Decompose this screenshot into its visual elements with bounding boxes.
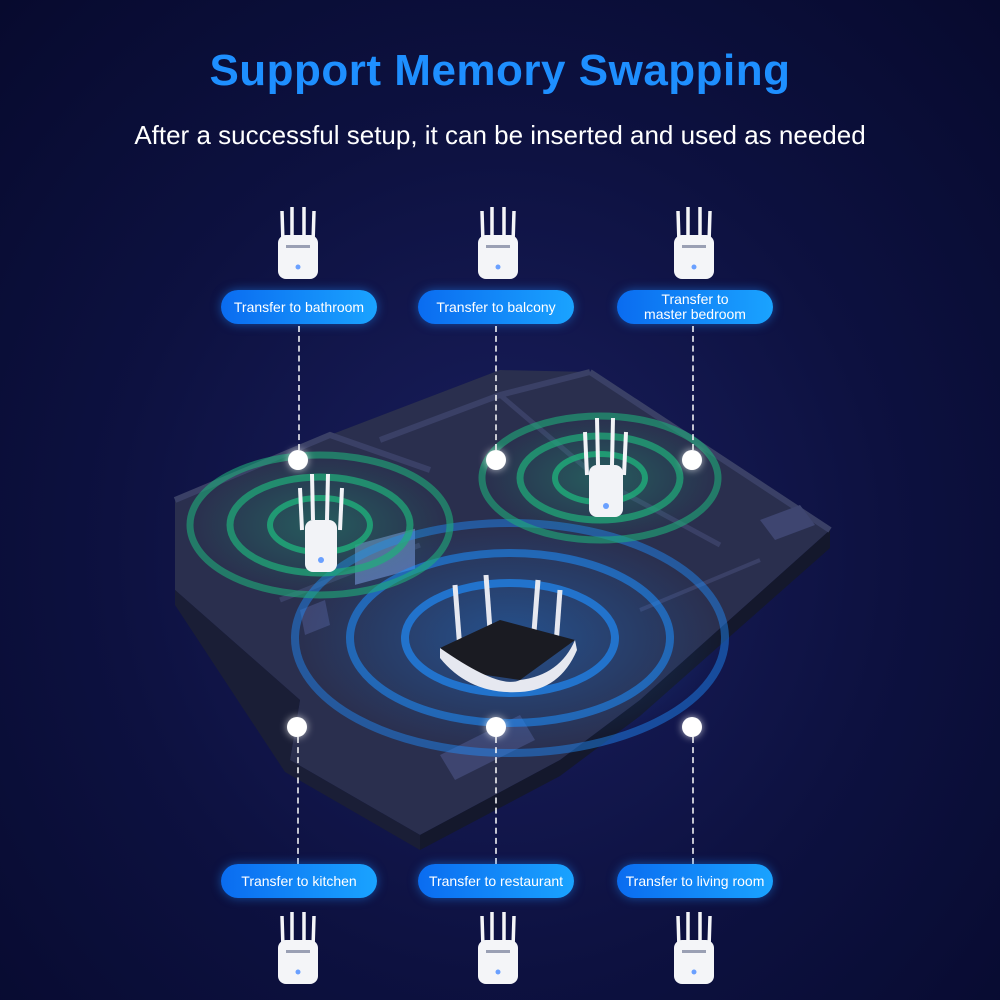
connector-line <box>495 326 497 450</box>
wifi-extender-icon <box>674 207 714 279</box>
location-restaurant: Transfer to restaurant <box>418 864 574 898</box>
location-label: Transfer to balcony <box>436 298 556 315</box>
location-label: Transfer to kitchen <box>241 872 357 889</box>
location-label: Transfer to bathroom <box>233 298 365 315</box>
connector-dot <box>288 450 308 470</box>
location-label: Transfer to restaurant <box>428 872 564 889</box>
bed-shape <box>760 505 815 540</box>
page-subtitle: After a successful setup, it can be inse… <box>134 120 866 150</box>
wifi-extender-icon <box>278 912 318 984</box>
connector-line <box>297 737 299 864</box>
location-label: Transfer to master bedroom <box>644 291 746 322</box>
connector-line <box>692 326 694 450</box>
location-master-bedroom: Transfer to master bedroom <box>617 290 773 324</box>
wifi-extender-icon <box>674 912 714 984</box>
connector-dot <box>486 717 506 737</box>
wifi-extender-icon <box>298 473 344 572</box>
connector-line <box>692 737 694 864</box>
location-kitchen: Transfer to kitchen <box>221 864 377 898</box>
location-balcony: Transfer to balcony <box>418 290 574 324</box>
connector-dot <box>287 717 307 737</box>
connector-dot <box>682 450 702 470</box>
connector-line <box>298 326 300 450</box>
wifi-router-icon <box>440 574 577 693</box>
connector-dot <box>682 717 702 737</box>
connector-line <box>495 737 497 864</box>
location-label: Transfer to living room <box>625 872 765 889</box>
location-bathroom: Transfer to bathroom <box>221 290 377 324</box>
location-living-room: Transfer to living room <box>617 864 773 898</box>
page-title: Support Memory Swapping <box>209 46 791 95</box>
wifi-extender-icon <box>478 912 518 984</box>
connector-dot <box>486 450 506 470</box>
wifi-extender-icon <box>278 207 318 279</box>
wifi-extender-icon <box>478 207 518 279</box>
wifi-extender-icon <box>583 417 628 517</box>
